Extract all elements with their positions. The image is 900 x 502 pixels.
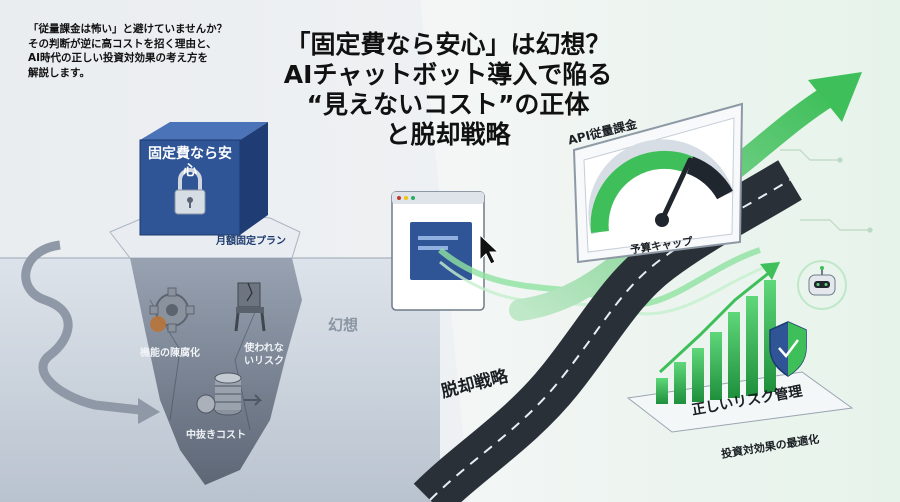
coin-stack-icon xyxy=(196,372,263,416)
title-line: AIチャットボット導入で陥る xyxy=(283,60,613,89)
gauge-needle xyxy=(659,157,693,223)
growth-arrowhead-icon xyxy=(808,72,862,122)
intro-line: AI時代の正しい投資対効果の考え方を xyxy=(28,52,209,64)
broken-chair-icon xyxy=(234,282,266,332)
page-title: 「固定費なら安心」は幻想？ AIチャットボット導入で陥る “見えないコスト”の正… xyxy=(238,30,658,150)
winding-path xyxy=(21,240,141,415)
iceberg-item-label: 使われないリスク xyxy=(244,343,284,367)
padlock-icon xyxy=(174,168,206,215)
intro-line: 「従量課金は怖い」と避けていませんか？ xyxy=(28,23,228,35)
shield-icon xyxy=(769,321,807,377)
robot-icon xyxy=(797,260,847,310)
cube-label: 固定費なら安心 xyxy=(148,146,232,179)
title-line: と脱却戦略 xyxy=(385,120,511,149)
path-arrowhead-icon xyxy=(138,398,160,424)
iceberg-item-label: 機能の陳腐化 xyxy=(140,348,200,359)
title-line: “見えないコスト”の正体 xyxy=(306,90,590,119)
fixed-cost-cube xyxy=(139,122,268,236)
title-line: 「固定費なら安心」は幻想？ xyxy=(285,30,611,59)
intro-line: 解説します。 xyxy=(28,66,90,79)
mouse-cursor-icon xyxy=(479,233,500,265)
illusion-label: 幻想 xyxy=(328,316,359,334)
api-gauge-panel xyxy=(572,102,744,264)
circuit-lines xyxy=(780,149,873,233)
gear-icon xyxy=(149,287,195,333)
iceberg-item-label: 中抜きコスト xyxy=(186,430,246,441)
browser-window-icon xyxy=(391,191,485,311)
plan-label: 月額固定プラン xyxy=(216,236,286,247)
intro-text: 「従量課金は怖い」と避けていませんか？ その判断が逆に高コストを招く理由と、 A… xyxy=(28,22,227,80)
bar-chart xyxy=(626,262,854,433)
intro-line: その判断が逆に高コストを招く理由と、 xyxy=(28,37,217,50)
